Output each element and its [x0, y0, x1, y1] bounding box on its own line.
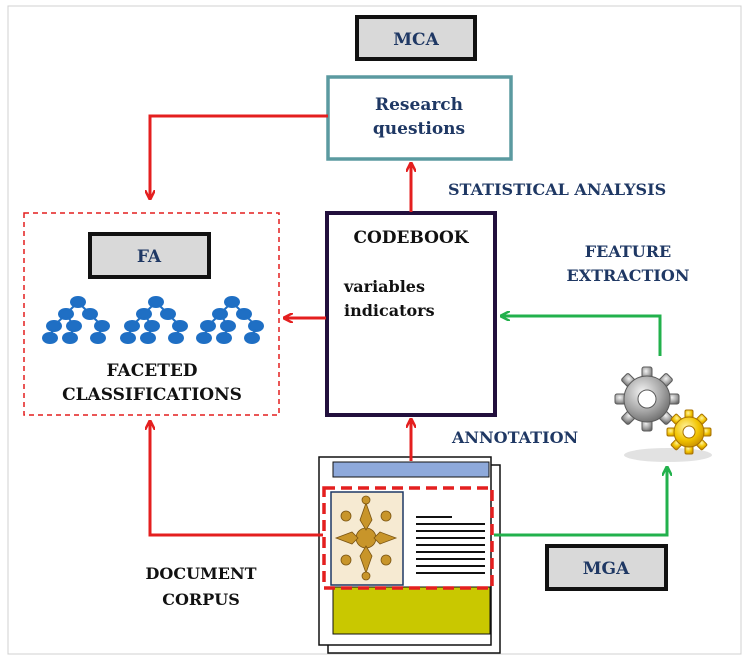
research-questions-line1: Research: [375, 95, 463, 115]
mga-box: MGA: [545, 544, 668, 591]
fa-box: FA: [88, 232, 211, 279]
codebook-item-variables: variables: [343, 277, 425, 296]
faceted-label-line1: FACETED: [106, 361, 197, 381]
arrow-research-to-fa: [150, 114, 328, 198]
arrow-document-to-fa: [150, 422, 323, 537]
gears-icon: [614, 366, 712, 462]
codebook-box: CODEBOOK variables indicators: [325, 211, 497, 417]
document-corpus-line2: CORPUS: [162, 590, 240, 609]
codebook-item-indicators: indicators: [344, 301, 435, 320]
annotation-label: ANNOTATION: [451, 428, 578, 447]
mca-label: MCA: [393, 30, 439, 50]
research-questions-box: Research questions: [326, 75, 513, 161]
document-text-lines: [416, 516, 485, 574]
mca-box: MCA: [355, 15, 477, 61]
feature-extraction-line1: FEATURE: [585, 242, 671, 261]
ornament-icon: [334, 495, 398, 581]
faceted-label-line2: CLASSIFICATIONS: [62, 385, 242, 405]
mga-label: MGA: [583, 559, 630, 579]
document-corpus-line1: DOCUMENT: [146, 564, 257, 583]
arrow-document-to-gears: [494, 468, 667, 537]
arrow-gears-to-codebook: [502, 316, 662, 356]
diagram-frame: [7, 5, 742, 655]
research-questions-line2: questions: [373, 119, 465, 139]
feature-extraction-line2: EXTRACTION: [567, 266, 690, 285]
statistical-analysis-label: STATISTICAL ANALYSIS: [448, 180, 666, 199]
tree-icon: [42, 296, 264, 344]
fa-label: FA: [137, 247, 162, 267]
codebook-title: CODEBOOK: [353, 228, 469, 248]
faceted-classification-region: FA: [23, 212, 280, 416]
selection-region: [322, 486, 494, 590]
document-icon: [318, 456, 501, 654]
